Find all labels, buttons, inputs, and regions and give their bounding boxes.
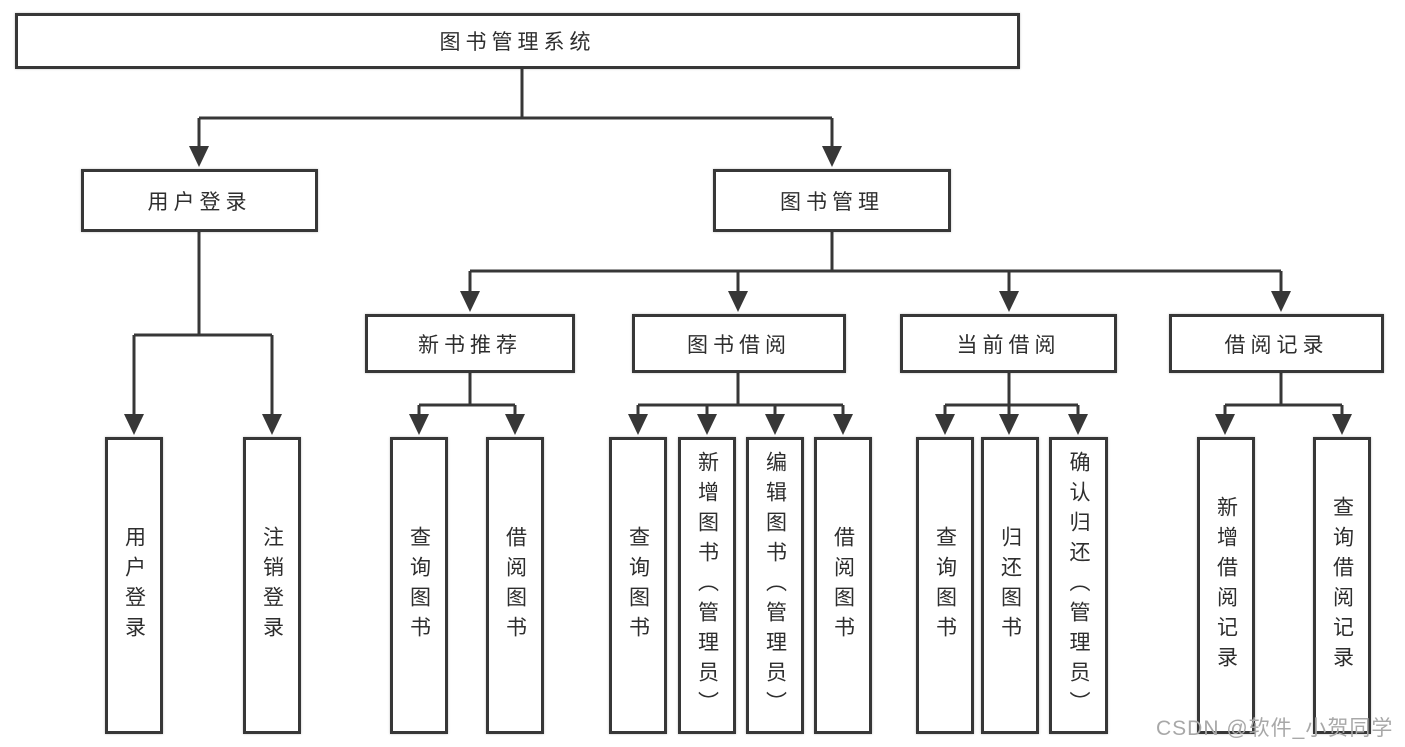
node-leaf-add-books-admin: 新增图书（管理员）	[678, 437, 736, 734]
leaf-label: 查询图书	[626, 525, 650, 646]
leaf-label: 查询借阅记录	[1330, 495, 1354, 676]
arrowhead-down-icon	[822, 146, 842, 167]
leaf-label: 用户登录	[122, 525, 146, 646]
arrowhead-down-icon	[765, 414, 785, 435]
node-leaf-confirm-return-admin: 确认归还（管理员）	[1049, 437, 1108, 734]
node-book-borrowing: 图书借阅	[632, 314, 846, 373]
arrowhead-down-icon	[1215, 414, 1235, 435]
node-leaf-query-books-1: 查询图书	[390, 437, 448, 734]
node-leaf-query-books-2: 查询图书	[609, 437, 667, 734]
leaf-label: 新增借阅记录	[1214, 495, 1238, 676]
node-current-borrowing-label: 当前借阅	[956, 333, 1061, 357]
node-new-book-recommend-label: 新书推荐	[418, 333, 522, 357]
leaf-label: 注销登录	[260, 525, 284, 646]
arrowhead-down-icon	[728, 291, 748, 312]
arrowhead-down-icon	[628, 414, 648, 435]
arrowhead-down-icon	[833, 414, 853, 435]
node-borrowing-records-label: 借阅记录	[1224, 333, 1329, 357]
node-borrowing-records: 借阅记录	[1169, 314, 1384, 373]
node-leaf-borrow-books-1: 借阅图书	[486, 437, 544, 734]
arrowhead-down-icon	[1271, 291, 1291, 312]
connector-borrow-records-to-leaves	[1223, 371, 1344, 422]
node-new-book-recommend: 新书推荐	[365, 314, 575, 373]
node-leaf-query-borrow-record: 查询借阅记录	[1313, 437, 1371, 734]
leaf-label: 查询图书	[407, 525, 431, 646]
node-leaf-query-books-3: 查询图书	[916, 437, 974, 734]
node-leaf-user-login: 用户登录	[105, 437, 163, 734]
node-user-login-label: 用户登录	[147, 190, 252, 214]
arrowhead-down-icon	[999, 291, 1019, 312]
arrowhead-down-icon	[409, 414, 429, 435]
arrowhead-down-icon	[262, 414, 282, 435]
arrowhead-down-icon	[1068, 414, 1088, 435]
node-leaf-return-books: 归还图书	[981, 437, 1039, 734]
arrowhead-down-icon	[935, 414, 955, 435]
csdn-watermark: CSDN @软件_小贺同学	[1156, 717, 1394, 740]
node-current-borrowing: 当前借阅	[900, 314, 1117, 373]
node-root-label: 图书管理系统	[439, 31, 596, 54]
arrowhead-down-icon	[460, 291, 480, 312]
connector-current-borrow-to-leaves	[943, 371, 1080, 422]
leaf-label: 查询图书	[933, 525, 957, 646]
leaf-label: 新增图书（管理员）	[695, 450, 719, 721]
node-leaf-edit-books-admin: 编辑图书（管理员）	[746, 437, 804, 734]
leaf-label: 归还图书	[998, 525, 1022, 646]
connector-book-borrow-to-leaves	[636, 371, 845, 422]
arrowhead-down-icon	[697, 414, 717, 435]
node-book-management-label: 图书管理	[780, 190, 884, 214]
node-book-borrowing-label: 图书借阅	[687, 333, 791, 357]
connector-new-book-to-leaves	[417, 371, 517, 422]
node-leaf-add-borrow-record: 新增借阅记录	[1197, 437, 1255, 734]
node-leaf-logout: 注销登录	[243, 437, 301, 734]
arrowhead-down-icon	[999, 414, 1019, 435]
node-root-library-system: 图书管理系统	[15, 13, 1020, 69]
node-user-login: 用户登录	[81, 169, 318, 232]
leaf-label: 借阅图书	[831, 525, 855, 646]
leaf-label: 借阅图书	[503, 525, 527, 646]
node-leaf-borrow-books-2: 借阅图书	[814, 437, 872, 734]
arrowhead-down-icon	[124, 414, 144, 435]
connector-root-to-level2	[197, 67, 834, 155]
arrowhead-down-icon	[189, 146, 209, 167]
node-book-management: 图书管理	[713, 169, 951, 232]
arrowhead-down-icon	[505, 414, 525, 435]
leaf-label: 编辑图书（管理员）	[763, 450, 787, 721]
connector-book-mgmt-to-level3	[468, 230, 1283, 300]
leaf-label: 确认归还（管理员）	[1067, 450, 1090, 721]
arrowhead-down-icon	[1332, 414, 1352, 435]
connector-user-login-to-leaves	[132, 230, 274, 422]
